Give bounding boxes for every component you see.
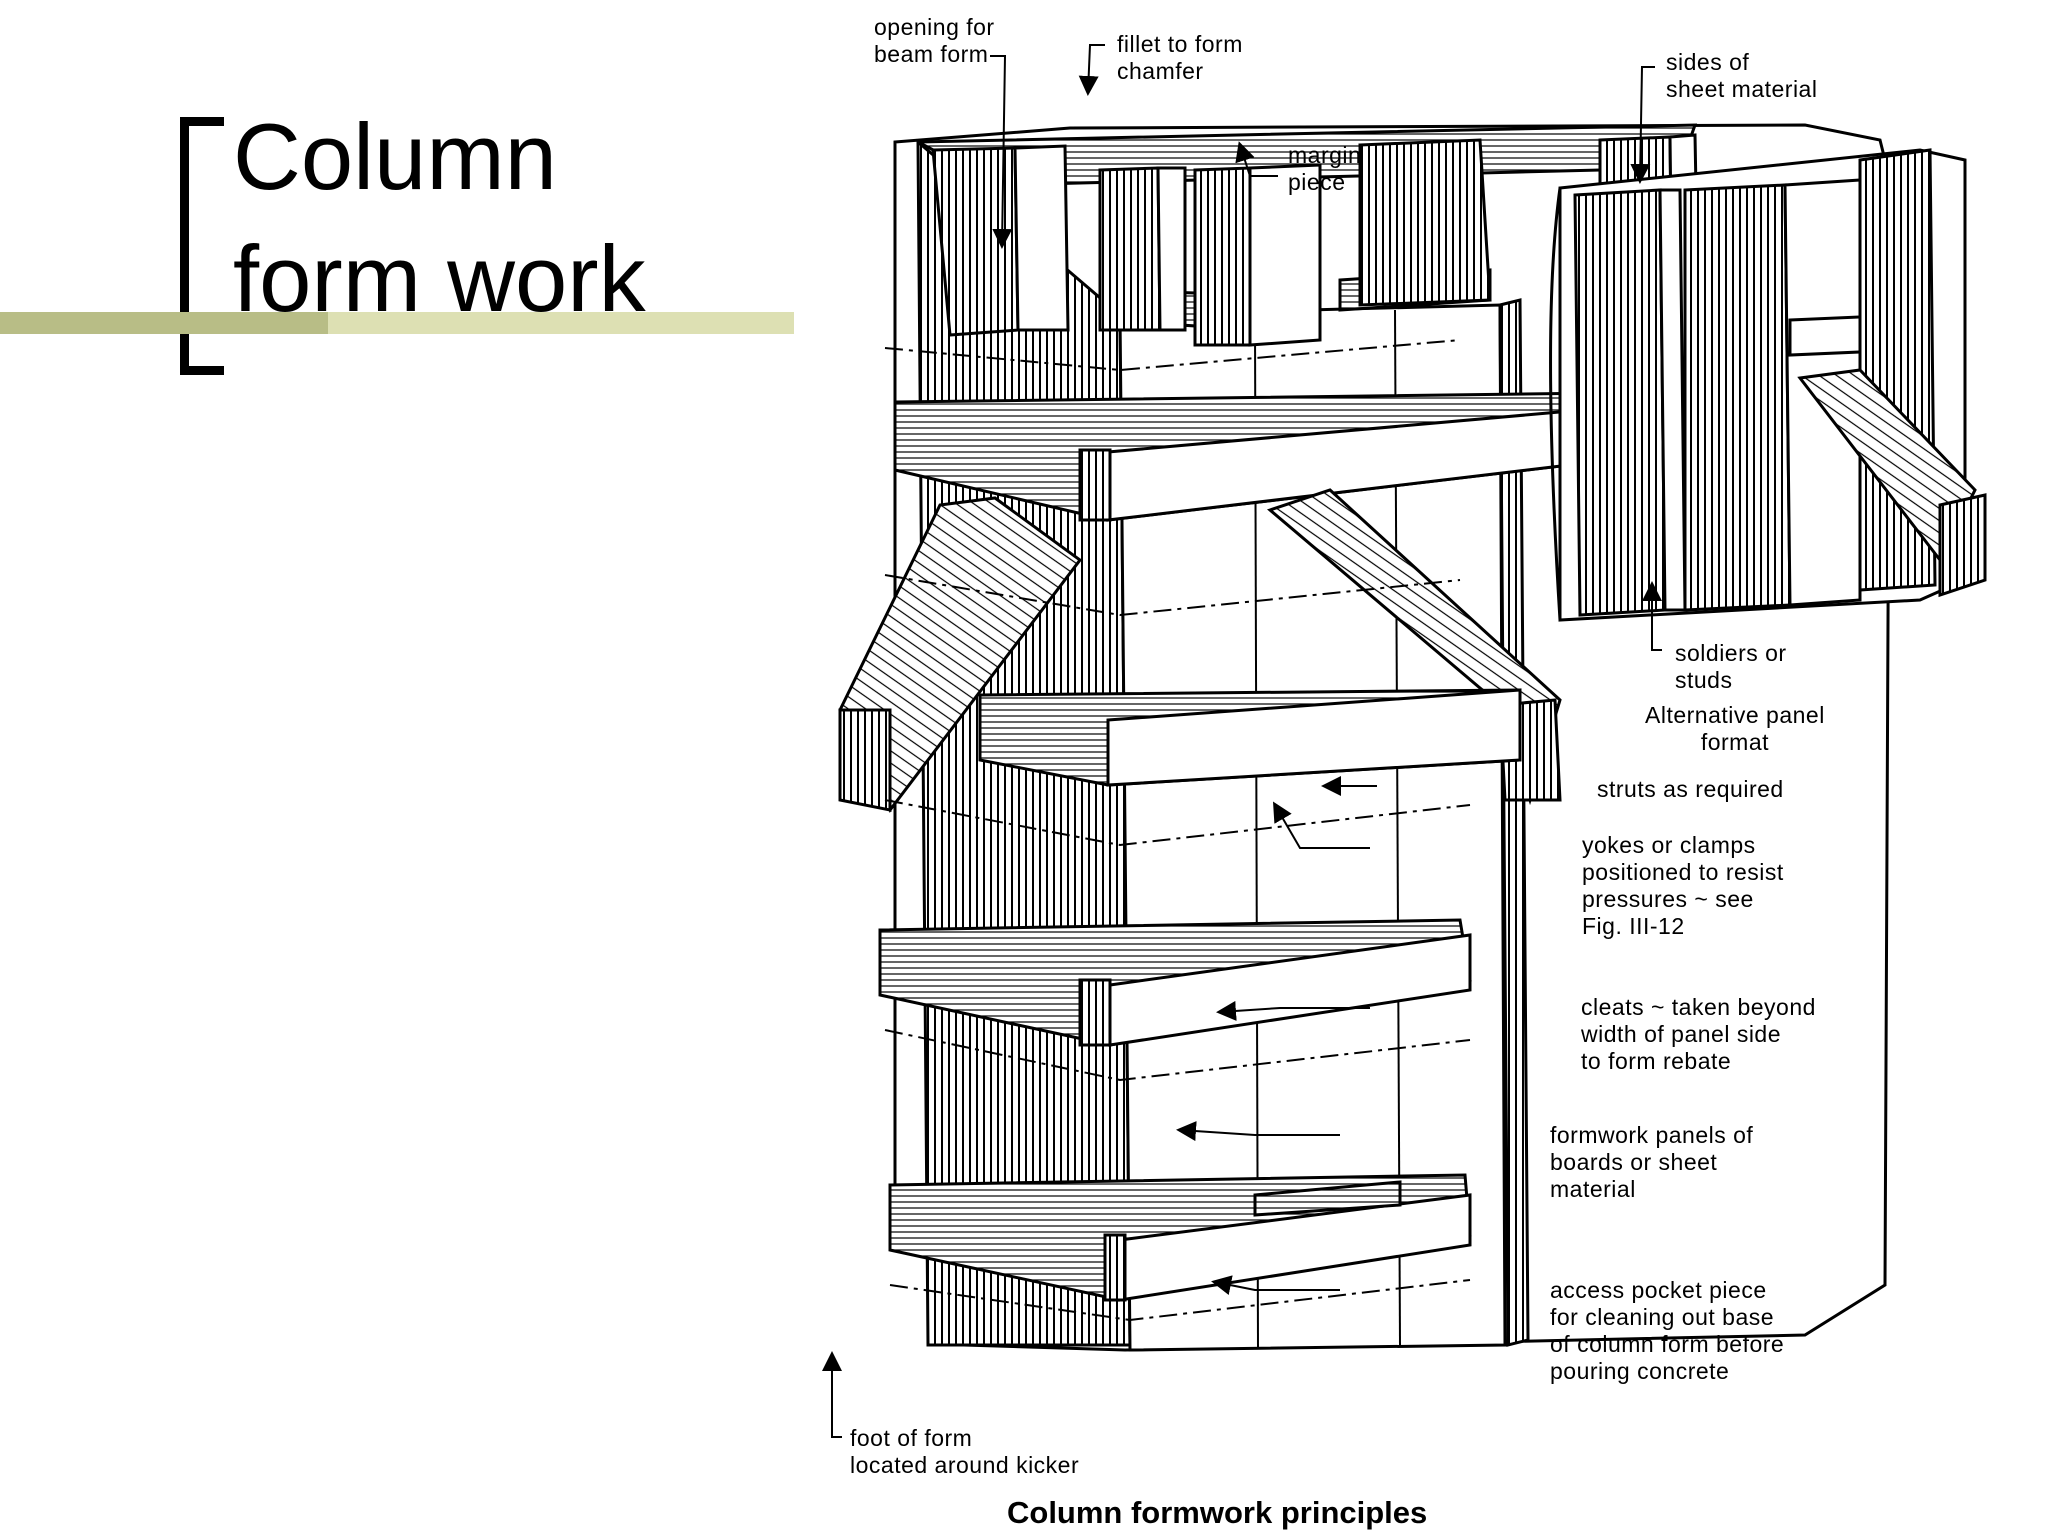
label-alternative-panel-format: Alternative panel format	[1645, 702, 1825, 755]
yoke-2	[878, 918, 1472, 1047]
label-cleats: cleats ~ taken beyond width of panel sid…	[1581, 994, 1816, 1074]
bolt-lines	[884, 339, 1471, 1322]
yoke-1	[893, 390, 1697, 522]
label-foot-of-form: foot of form located around kicker	[850, 1425, 1080, 1478]
label-access-pocket-piece: access pocket piece for cleaning out bas…	[1550, 1277, 1785, 1384]
slide-title-line-2: form work	[233, 226, 646, 331]
alternative-panel	[1549, 148, 1987, 622]
label-soldiers-or-studs: soldiers or studs	[1675, 640, 1787, 693]
title-accent-bar-dark	[0, 312, 328, 334]
yoke-3	[888, 1173, 1472, 1302]
title-bracket-icon	[180, 117, 224, 375]
label-opening-for-beam-form: opening for beam form	[874, 14, 995, 67]
figure-caption: Column formwork principles	[1007, 1495, 1428, 1530]
label-fillet-to-form-chamfer: fillet to form chamfer	[1117, 31, 1243, 84]
label-yokes-or-clamps: yokes or clamps positioned to resist pre…	[1582, 832, 1784, 939]
struts	[838, 488, 1562, 813]
column-formwork-drawing	[822, 44, 1987, 1438]
label-struts-as-required: struts as required	[1597, 776, 1784, 802]
column-formwork-diagram: opening for beam form fillet to form cha…	[800, 0, 2048, 1536]
title-accent-bar-light	[328, 312, 794, 334]
label-formwork-panels: formwork panels of boards or sheet mater…	[1550, 1122, 1754, 1202]
label-margin-piece: margin piece	[1288, 142, 1362, 195]
leader-lines	[822, 44, 1662, 1438]
slide-title-line-1: Column	[233, 104, 557, 209]
label-sides-of-sheet-material: sides of sheet material	[1666, 49, 1818, 102]
